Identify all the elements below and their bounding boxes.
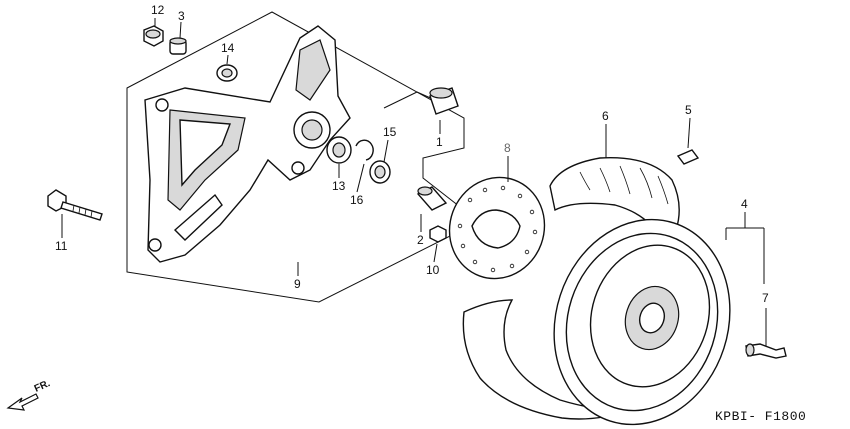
callout-15: 15 bbox=[383, 125, 397, 139]
bolt-11 bbox=[47, 189, 103, 221]
callouts: 12 3 14 1 15 13 16 11 9 2 10 8 6 5 4 7 bbox=[55, 3, 769, 305]
callout-14: 14 bbox=[221, 41, 235, 55]
front-direction-arrow: FR. bbox=[6, 378, 52, 411]
bushing-1 bbox=[429, 87, 459, 115]
leader-lines bbox=[61, 18, 767, 346]
collar-2 bbox=[416, 186, 448, 211]
callout-9: 9 bbox=[294, 277, 301, 291]
collar-3 bbox=[169, 37, 187, 55]
valve-7 bbox=[745, 343, 787, 359]
circlip-16 bbox=[355, 139, 374, 161]
callout-8: 8 bbox=[504, 141, 511, 155]
swingarm-group-outline bbox=[126, 11, 467, 303]
fr-label: FR. bbox=[33, 378, 52, 395]
callout-11: 11 bbox=[55, 239, 68, 253]
drawing-code: KPBI- F1800 bbox=[715, 409, 806, 424]
callout-13: 13 bbox=[332, 179, 346, 193]
disc-holes bbox=[457, 185, 538, 273]
swingarm bbox=[144, 25, 351, 263]
clip-5 bbox=[676, 149, 700, 165]
bearing-13 bbox=[326, 136, 352, 164]
seal-15 bbox=[369, 160, 391, 184]
callout-7: 7 bbox=[762, 291, 769, 305]
oil-seal-14 bbox=[216, 64, 238, 82]
callout-2: 2 bbox=[417, 233, 424, 247]
group-bracket bbox=[383, 91, 418, 109]
bolt-10 bbox=[429, 225, 447, 243]
brake-disc-8 bbox=[448, 176, 546, 280]
callout-3: 3 bbox=[178, 9, 185, 23]
callout-4: 4 bbox=[741, 197, 748, 211]
callout-12: 12 bbox=[151, 3, 165, 17]
callout-10: 10 bbox=[426, 263, 440, 277]
wheel-rim bbox=[553, 218, 731, 426]
callout-16: 16 bbox=[350, 193, 364, 207]
nut-12 bbox=[143, 25, 164, 47]
callout-6: 6 bbox=[602, 109, 609, 123]
callout-1: 1 bbox=[436, 135, 443, 149]
callout-5: 5 bbox=[685, 103, 692, 117]
